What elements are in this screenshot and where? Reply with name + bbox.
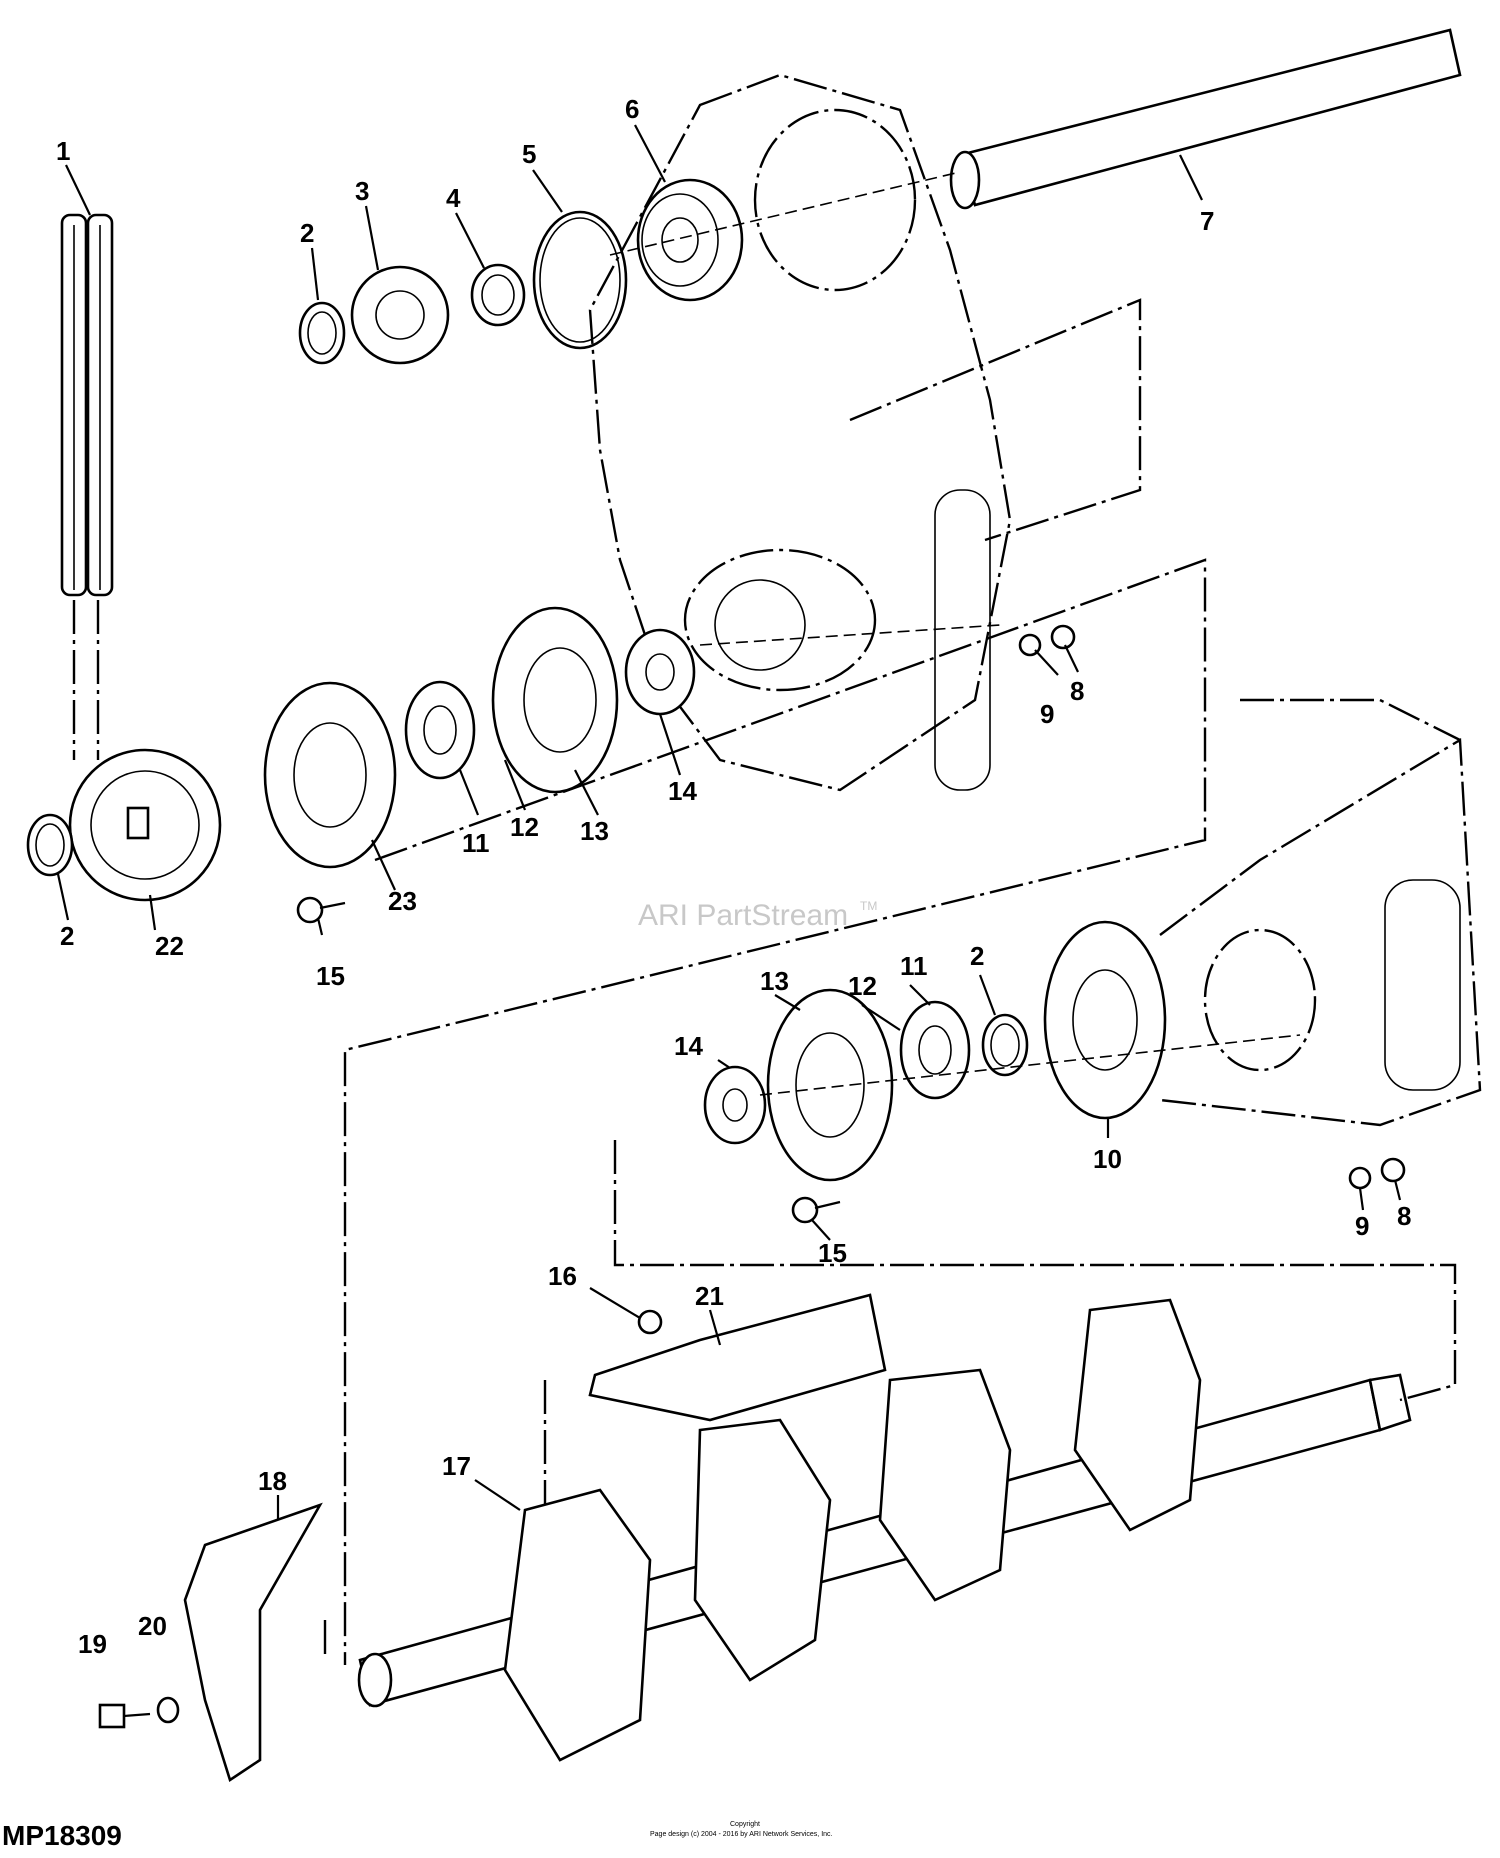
copyright-line-2: Page design (c) 2004 - 2016 by ARI Netwo… (650, 1831, 833, 1838)
callout-1: 1 (56, 136, 70, 166)
callout-12-upper: 12 (510, 812, 539, 842)
callout-14-lower: 14 (674, 1031, 703, 1061)
watermark-text: ARI PartStream (638, 899, 848, 932)
bearing-flange-assembly-lower (703, 920, 1167, 1182)
large-sprocket-part (68, 748, 222, 902)
callout-15-upper: 15 (316, 961, 345, 991)
lower-housing-phantom (1159, 698, 1482, 1127)
callout-19: 19 (78, 1629, 107, 1659)
callout-2-top: 2 (300, 218, 314, 248)
hardware-fasteners (98, 624, 1406, 1729)
callout-13-lower: 13 (760, 966, 789, 996)
callout-2-left: 2 (60, 921, 74, 951)
small-sprocket-part (350, 265, 450, 365)
callout-18: 18 (258, 1466, 287, 1496)
assembly-lines (323, 558, 1457, 1665)
callout-16: 16 (548, 1261, 577, 1291)
upper-housing-phantom (588, 73, 1142, 792)
callout-3: 3 (355, 176, 369, 206)
callout-labels: 1 2 3 4 5 6 7 8 9 14 13 12 11 23 15 22 2… (56, 94, 1411, 1659)
rotor-shaft-part (357, 1298, 1412, 1762)
callout-9-lower: 9 (1355, 1211, 1369, 1241)
callout-23: 23 (388, 886, 417, 916)
callout-5: 5 (522, 139, 536, 169)
callout-6: 6 (625, 94, 639, 124)
callout-21: 21 (695, 1281, 724, 1311)
callout-22: 22 (155, 931, 184, 961)
callout-20: 20 (138, 1611, 167, 1641)
copyright-line-1: Copyright (730, 1821, 760, 1828)
upper-bearing-part (636, 178, 744, 302)
callout-13-upper: 13 (580, 816, 609, 846)
callout-11-lower: 11 (900, 951, 928, 981)
snap-ring-top (298, 301, 346, 365)
callout-12-lower: 12 (848, 971, 877, 1001)
snap-ring-lower (981, 1013, 1029, 1077)
callout-9-upper: 9 (1040, 699, 1054, 729)
callout-17: 17 (442, 1451, 471, 1481)
callout-15-lower: 15 (818, 1238, 847, 1268)
callout-4: 4 (446, 183, 461, 213)
callout-2-lower: 2 (970, 941, 984, 971)
spacer-ring-part (470, 263, 526, 327)
shield-part (588, 1293, 887, 1422)
callout-11-upper: 11 (462, 828, 490, 858)
leader-lines (56, 124, 1402, 1520)
drive-shaft-part (609, 28, 1462, 256)
watermark-trademark: TM (860, 899, 877, 913)
snap-ring-left (26, 813, 74, 877)
retaining-ring-part (532, 210, 628, 350)
callout-14-upper: 14 (668, 776, 697, 806)
callout-10: 10 (1093, 1144, 1122, 1174)
callout-8-upper: 8 (1070, 676, 1084, 706)
callout-8-lower: 8 (1397, 1201, 1411, 1231)
figure-id: MP18309 (2, 1820, 122, 1851)
bearing-flange-assembly-upper (263, 606, 696, 869)
tine-part (183, 1502, 323, 1783)
chain-part (60, 213, 114, 760)
callout-7: 7 (1200, 206, 1214, 236)
